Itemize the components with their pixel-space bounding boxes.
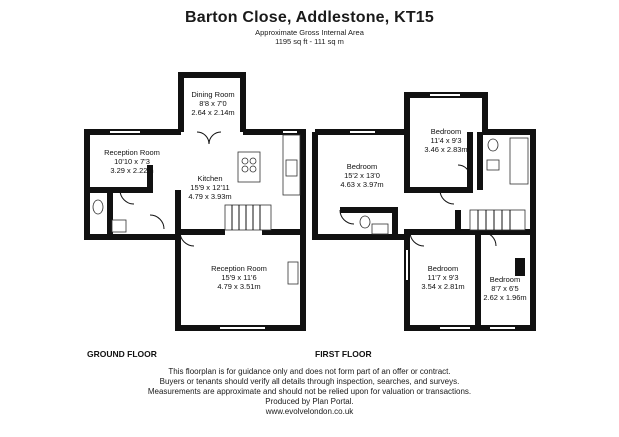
landing-wall [404,229,533,237]
hob-ring [249,157,257,165]
bedroom2-lower-wall [340,207,398,237]
dining-french-doors [196,131,222,145]
room-metric: 2.62 x 1.96m [483,293,526,302]
bedroom1-wall [404,132,473,193]
room-imperial: 10'10 x 7'3 [114,157,150,166]
bedroom3-door [409,231,425,247]
wc-icon [92,199,104,215]
room-name: Dining Room [191,90,234,99]
room-imperial: 15'9 x 11'6 [221,273,256,282]
bedroom1-door [439,189,455,205]
area-subtitle: Approximate Gross Internal Area [255,28,364,37]
cloakroom-door [119,189,135,205]
ground-floor-plan: Dining Room 8'8 x 7'0 2.64 x 2.14m Recep… [84,72,306,331]
first-floor-plan: Bedroom 11'4 x 9'3 3.46 x 2.83m Bedroom … [312,92,536,331]
hob-ring [241,165,249,173]
basin-icon [486,159,500,171]
room-name: Bedroom [431,127,461,136]
wc-icon [359,215,371,229]
room-name: Kitchen [197,174,222,183]
disclaimer-line: This floorplan is for guidance only and … [168,367,451,376]
disclaimer-line: Buyers or tenants should verify all deta… [159,377,460,386]
first-floor-label: FIRST FLOOR [315,349,372,359]
room-imperial: 8'8 x 7'0 [199,99,226,108]
website-link[interactable]: www.evolvelondon.co.uk [265,407,354,416]
cupboard-icon [515,258,525,276]
plan-header: Barton Close, Addlestone, KT15 Approxima… [0,8,619,46]
room-metric: 3.29 x 2.22m [110,166,153,175]
room-metric: 4.63 x 3.97m [340,180,383,189]
room-imperial: 15'2 x 13'0 [344,171,380,180]
wc-icon [487,138,499,152]
reception2-door [179,231,195,247]
kitchen-sink [285,159,298,177]
ground-staircase [224,204,272,231]
disclaimer: This floorplan is for guidance only and … [0,367,619,417]
room-metric: 4.79 x 3.51m [217,282,260,291]
kitchen-island [237,151,261,183]
basin-icon [111,219,127,233]
hob-ring [241,157,249,165]
wc-door [339,209,355,225]
hob-ring [249,165,257,173]
first-staircase [469,209,526,231]
bath-icon [509,137,529,185]
disclaimer-line: Measurements are approximate and should … [147,387,472,396]
room-imperial: 11'4 x 9'3 [430,136,461,145]
bedroom4-door [481,231,497,247]
first-outer-walls [312,92,536,331]
room-imperial: 8'7 x 6'5 [491,284,518,293]
room-metric: 4.79 x 3.93m [188,192,231,201]
room-name: Bedroom [490,275,520,284]
room-imperial: 11'7 x 9'3 [427,273,458,282]
room-name: Bedroom [347,162,377,171]
area-figure: 1195 sq ft - 111 sq m [275,37,344,46]
room-name: Reception Room [104,148,160,157]
property-title: Barton Close, Addlestone, KT15 [185,9,434,26]
room-imperial: 15'9 x 12'11 [190,183,229,192]
hall-door [149,214,165,230]
room-name: Reception Room [211,264,267,273]
bathroom-door [457,164,471,178]
fireplace-icon [287,261,299,285]
basin-icon [371,223,389,235]
room-metric: 3.54 x 2.81m [421,282,464,291]
room-metric: 3.46 x 2.83m [424,145,467,154]
ground-floor-label: GROUND FLOOR [87,349,157,359]
producer-credit: Produced by Plan Portal. [265,397,354,406]
room-metric: 2.64 x 2.14m [191,108,234,117]
room-name: Bedroom [428,264,458,273]
